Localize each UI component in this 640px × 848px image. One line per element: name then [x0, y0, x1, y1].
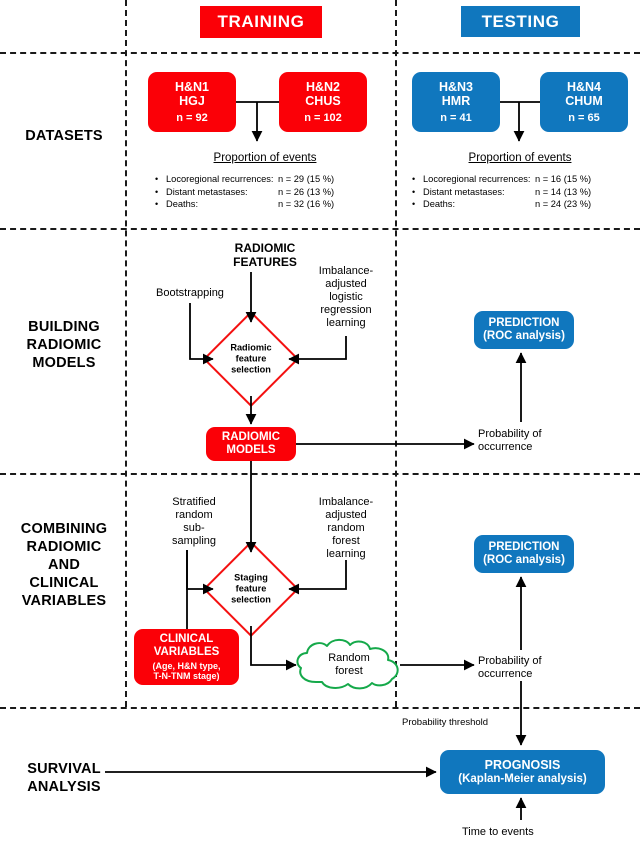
divider-header-datasets	[0, 52, 640, 54]
clinical-variables-box: CLINICAL VARIABLES (Age, H&N type, T-N-T…	[134, 629, 239, 685]
dataset-site: HGJ	[179, 93, 205, 108]
section-label-survival: SURVIVAL ANALYSIS	[27, 761, 101, 795]
section-label-building: BUILDING RADIOMIC MODELS	[26, 319, 102, 371]
probability-threshold-label: Probability threshold	[402, 717, 489, 728]
stratified-subsampling-label: Stratified random sub- sampling	[171, 496, 217, 547]
section-label-datasets: DATASETS	[25, 128, 103, 144]
bullet-icon: •	[155, 186, 159, 197]
prediction-label: PREDICTION (ROC analysis)	[483, 317, 565, 342]
proportion-value: n = 29 (15 %)	[278, 174, 335, 184]
clinical-variables-title: CLINICAL VARIABLES	[153, 632, 220, 658]
dataset-code: H&N1	[174, 79, 210, 94]
radiomic-features-label: RADIOMIC FEATURES	[233, 241, 297, 269]
dataset-n: n = 65	[568, 111, 600, 124]
prognosis-box: PROGNOSIS (Kaplan-Meier analysis)	[440, 750, 605, 794]
bullet-icon: •	[412, 186, 416, 197]
dataset-box-hn4: H&N4 CHUM n = 65	[540, 72, 628, 132]
bullet-icon: •	[155, 174, 159, 184]
proportion-value: n = 26 (13 %)	[278, 186, 335, 197]
proportion-value: n = 16 (15 %)	[535, 174, 592, 184]
divider-combining-survival	[0, 707, 640, 709]
bootstrapping-label: Bootstrapping	[156, 287, 224, 299]
dataset-box-hn1: H&N1 HGJ n = 92	[148, 72, 236, 132]
header-testing-chip: TESTING	[461, 6, 580, 37]
bullet-icon: •	[412, 174, 416, 184]
prognosis-title: PROGNOSIS	[484, 758, 561, 772]
proportion-list-training: • Locoregional recurrences: n = 29 (15 %…	[155, 173, 334, 211]
dataset-code: H&N3	[438, 79, 474, 94]
time-to-events-label: Time to events	[462, 826, 534, 838]
logistic-learning-label: Imbalance- adjusted logistic regression …	[318, 265, 374, 329]
proportion-value: n = 32 (16 %)	[278, 199, 335, 210]
proportion-label: Distant metastases:	[423, 186, 505, 197]
divider-vertical-right	[395, 0, 397, 707]
dataset-n: n = 102	[304, 111, 342, 124]
random-forest-label: Random forest	[328, 652, 370, 677]
proportion-label: Locoregional recurrences:	[423, 174, 531, 184]
dataset-code: H&N2	[305, 79, 341, 94]
proportion-label: Locoregional recurrences:	[166, 174, 274, 184]
proportion-label: Deaths:	[423, 199, 456, 210]
dataset-site: HMR	[441, 93, 471, 108]
dataset-site: CHUS	[305, 93, 341, 108]
dataset-n: n = 41	[440, 111, 472, 124]
dataset-site: CHUM	[565, 93, 603, 108]
arrow-rf-learning-to-diamond	[288, 560, 347, 595]
prediction-box-combining: PREDICTION (ROC analysis)	[474, 535, 574, 573]
dataset-box-hn2: H&N2 CHUS n = 102	[279, 72, 367, 132]
dataset-code: H&N4	[566, 79, 602, 94]
random-forest-learning-label: Imbalance- adjusted random forest learni…	[318, 496, 374, 560]
bullet-icon: •	[412, 199, 416, 210]
divider-datasets-building	[0, 228, 640, 230]
random-forest-cloud: Random forest	[292, 638, 406, 692]
divider-vertical-left	[125, 0, 127, 707]
cloud-icon	[296, 638, 399, 690]
probability-occurrence-building: Probability of occurrence	[478, 428, 542, 453]
proportion-row: • Distant metastases: n = 26 (13 %)	[155, 186, 334, 199]
probability-occurrence-combining: Probability of occurrence	[478, 655, 542, 680]
proportion-title-testing: Proportion of events	[468, 152, 572, 164]
proportion-row: • Distant metastases: n = 14 (13 %)	[412, 186, 591, 199]
radiomic-models-label: RADIOMIC MODELS	[221, 431, 281, 456]
clinical-variables-detail: (Age, H&N type, T-N-TNM stage)	[152, 660, 221, 682]
staging-feature-selection-diamond: Staging feature selection	[202, 540, 300, 638]
proportion-value: n = 24 (23 %)	[535, 199, 592, 210]
divider-building-combining	[0, 473, 640, 475]
proportion-label: Deaths:	[166, 199, 199, 210]
proportion-row: • Deaths: n = 24 (23 %)	[412, 198, 591, 211]
proportion-list-testing: • Locoregional recurrences: n = 16 (15 %…	[412, 173, 591, 211]
prognosis-subtitle: (Kaplan-Meier analysis)	[458, 773, 587, 785]
radiomic-feature-selection-diamond: Radiomic feature selection	[202, 310, 300, 408]
proportion-row: • Locoregional recurrences: n = 16 (15 %…	[412, 173, 591, 186]
proportion-value: n = 14 (13 %)	[535, 186, 592, 197]
prediction-label: PREDICTION (ROC analysis)	[483, 541, 565, 566]
dataset-box-hn3: H&N3 HMR n = 41	[412, 72, 500, 132]
radiomic-models-box: RADIOMIC MODELS	[206, 427, 296, 461]
dataset-n: n = 92	[176, 111, 208, 124]
proportion-label: Distant metastases:	[166, 186, 248, 197]
bullet-icon: •	[155, 199, 159, 210]
section-label-combining: COMBINING RADIOMIC AND CLINICAL VARIABLE…	[20, 521, 108, 609]
proportion-row: • Locoregional recurrences: n = 29 (15 %…	[155, 173, 334, 186]
diamond-label: Radiomic feature selection	[230, 342, 272, 375]
arrow-diamond-to-random-forest	[250, 626, 297, 671]
diamond-label: Staging feature selection	[231, 572, 271, 605]
arrow-logistic-to-diamond	[288, 336, 347, 365]
proportion-row: • Deaths: n = 32 (16 %)	[155, 198, 334, 211]
header-training-chip: TRAINING	[200, 6, 322, 38]
proportion-title-training: Proportion of events	[213, 152, 317, 164]
prediction-box-building: PREDICTION (ROC analysis)	[474, 311, 574, 349]
